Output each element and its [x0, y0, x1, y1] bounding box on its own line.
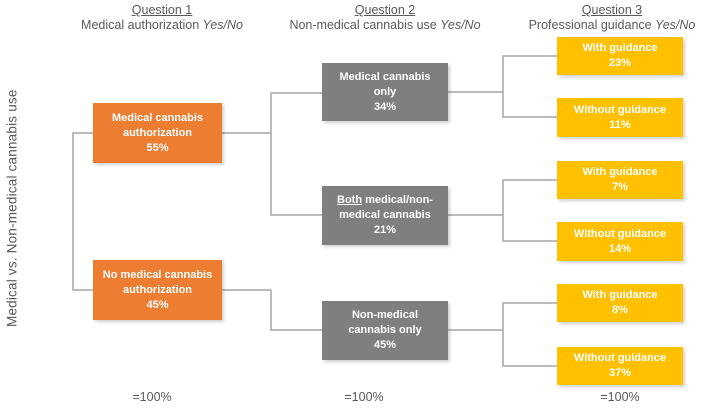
- connector-both-to-guidance: [448, 179, 557, 242]
- node-label: Medical cannabis only: [339, 70, 431, 98]
- node-value: 7%: [612, 181, 628, 193]
- question-2-title: Question 2: [354, 3, 416, 17]
- node-with-guidance-7: With guidance 7%: [557, 161, 683, 199]
- column-header-question-1: Question 1 Medical authorization Yes/No: [57, 3, 267, 33]
- node-without-guidance-11: Without guidance 11%: [557, 98, 683, 137]
- node-nonmedical-cannabis-only: Non-medical cannabis only 45%: [322, 301, 448, 360]
- node-label: Without guidance: [573, 227, 667, 240]
- connector-level1-bracket: [72, 132, 93, 291]
- column-total-q2: =100%: [344, 390, 384, 404]
- connector-nonmed-to-guidance: [448, 302, 557, 367]
- node-value: 34%: [373, 100, 397, 113]
- column-header-question-2: Question 2 Non-medical cannabis use Yes/…: [280, 3, 490, 33]
- question-1-title: Question 1: [131, 3, 193, 17]
- node-value: 23%: [608, 57, 632, 69]
- node-label: Non-medical cannabis only: [348, 309, 422, 336]
- connector-noauth-to-nonmedical: [222, 289, 322, 331]
- node-without-guidance-37: Without guidance 37%: [557, 347, 683, 385]
- node-with-guidance-8: With guidance 8%: [557, 284, 683, 322]
- node-both-medical-nonmedical: Both medical/non- medical cannabis 21%: [322, 186, 448, 245]
- connector-auth-to-level2: [222, 92, 322, 216]
- node-value: 45%: [146, 298, 169, 311]
- node-value: 45%: [373, 339, 397, 351]
- node-medical-cannabis-only: Medical cannabis only 34%: [322, 63, 448, 121]
- node-value: 21%: [373, 224, 397, 236]
- column-total-q1: =100%: [132, 390, 172, 404]
- connector-medonly-to-guidance: [448, 55, 557, 118]
- node-label: With guidance: [582, 166, 658, 178]
- question-3-subtitle: Professional guidance Yes/No: [528, 18, 696, 32]
- question-1-subtitle: Medical authorization Yes/No: [81, 18, 243, 32]
- node-label: Without guidance: [573, 352, 667, 364]
- node-label: Both medical/non- medical cannabis: [337, 194, 433, 221]
- node-with-guidance-23: With guidance 23%: [557, 37, 683, 75]
- node-label: Medical cannabis authorization: [111, 111, 204, 139]
- node-label: With guidance: [582, 42, 658, 54]
- node-label: With guidance: [582, 289, 658, 301]
- node-no-medical-authorization: No medical cannabis authorization 45%: [93, 260, 222, 320]
- column-total-q3: =100%: [600, 390, 640, 404]
- node-value: 11%: [609, 118, 631, 131]
- node-without-guidance-14: Without guidance 14%: [557, 222, 683, 261]
- column-header-question-3: Question 3 Professional guidance Yes/No: [507, 3, 709, 33]
- node-value: 55%: [146, 141, 169, 154]
- question-2-subtitle: Non-medical cannabis use Yes/No: [289, 18, 481, 32]
- node-value: 8%: [612, 304, 628, 316]
- node-label: No medical cannabis authorization: [102, 268, 213, 296]
- node-value: 37%: [608, 367, 632, 379]
- question-3-title: Question 3: [581, 3, 643, 17]
- node-label: Without guidance: [573, 103, 667, 116]
- node-value: 14%: [608, 242, 632, 255]
- node-medical-authorization: Medical cannabis authorization 55%: [93, 103, 222, 163]
